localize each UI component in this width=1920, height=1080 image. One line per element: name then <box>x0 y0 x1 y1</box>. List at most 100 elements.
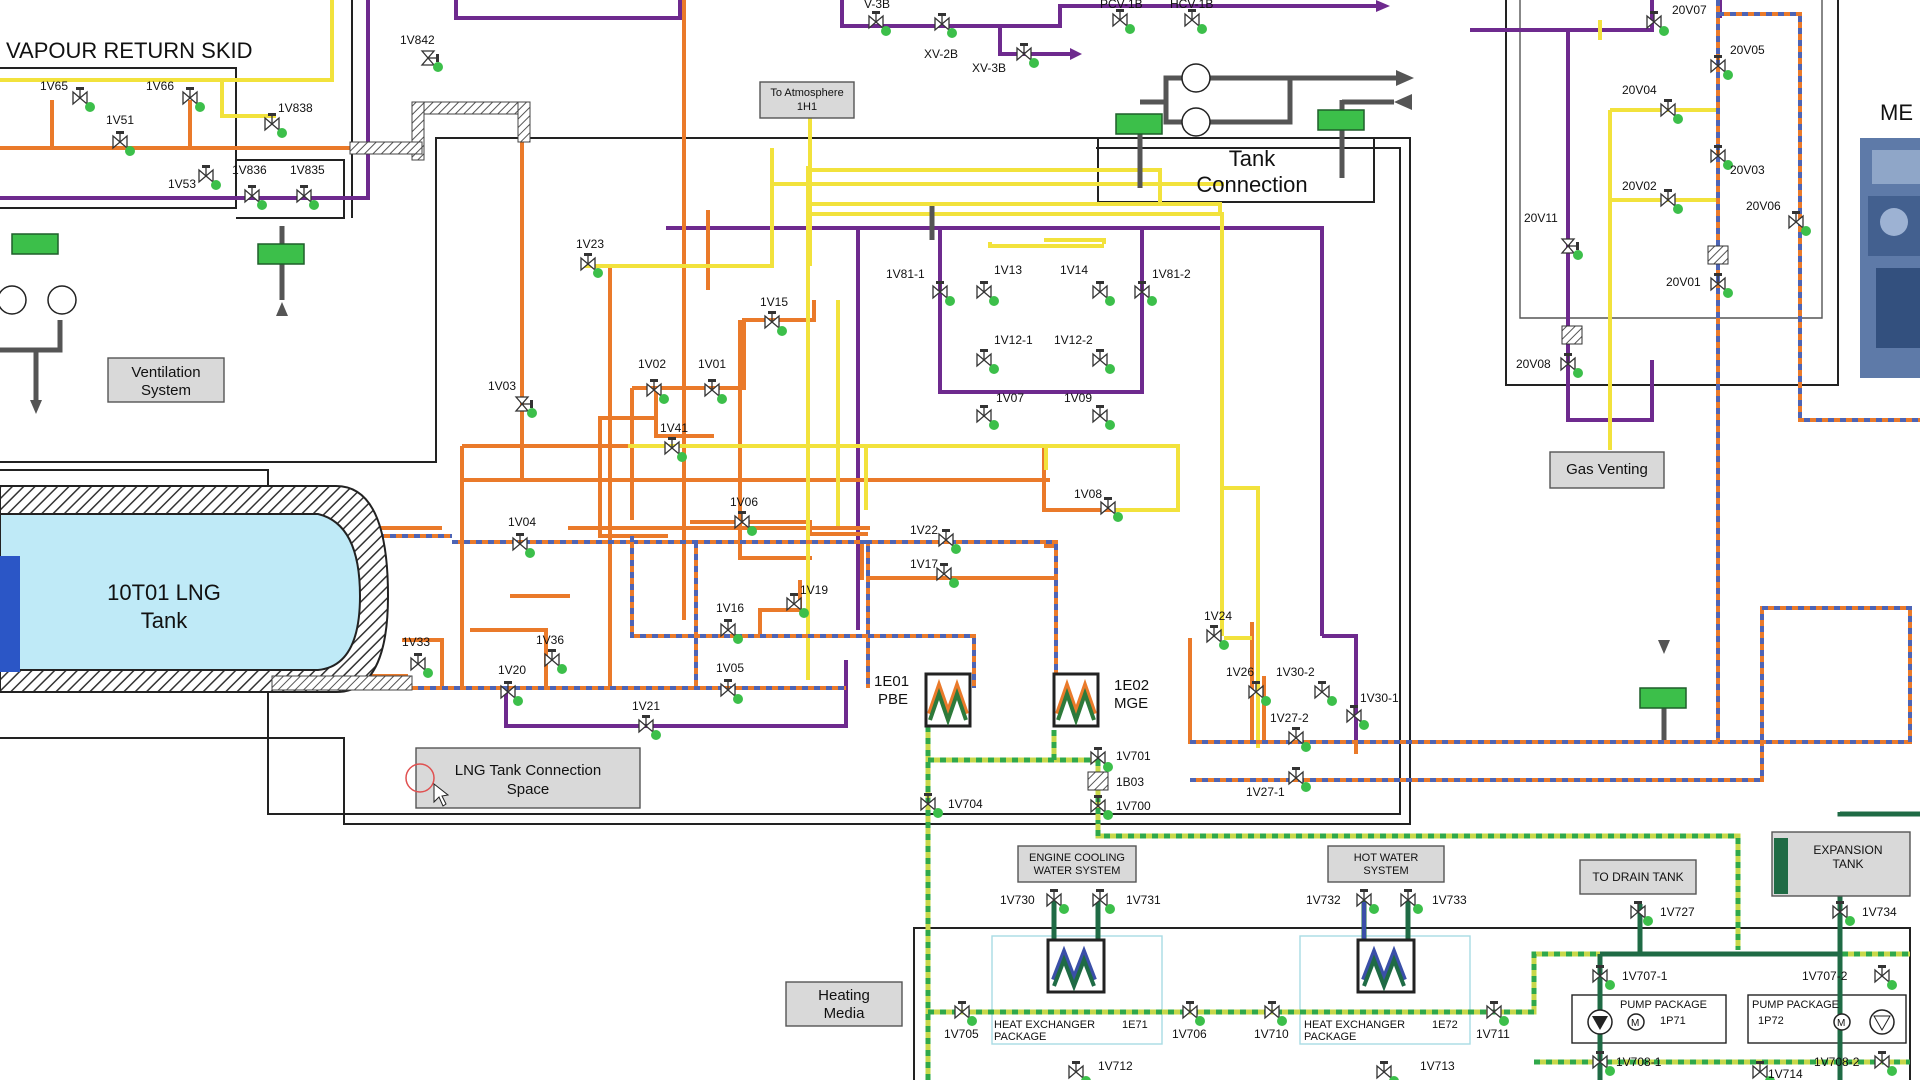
valve-1v732[interactable]: 1V732 <box>1306 888 1379 914</box>
valve-1v53[interactable]: 1V53 <box>168 164 221 191</box>
gas-venting-button[interactable]: Gas Venting <box>1549 451 1665 489</box>
valve-1v731[interactable]: 1V731 <box>1092 888 1161 914</box>
valve-1v705[interactable]: 1V705 <box>944 1000 979 1041</box>
valve-1v65[interactable]: 1V65 <box>40 79 95 112</box>
valve-20v05[interactable]: 20V05 <box>1710 43 1765 80</box>
valve-1v24[interactable]: 1V24 <box>1204 609 1232 650</box>
valve-20v11[interactable]: 20V11 <box>1524 211 1583 260</box>
to-atmosphere-button[interactable]: To Atmosphere 1H1 <box>759 81 855 119</box>
valve-1v842[interactable]: 1V842 <box>400 33 443 72</box>
valve-1v14[interactable]: 1V14 <box>1060 263 1115 306</box>
valve-1v733[interactable]: 1V733 <box>1400 888 1467 914</box>
valve-1v17[interactable]: 1V17 <box>910 557 959 588</box>
valve-v-3b[interactable]: V-3B <box>864 0 891 36</box>
actuators[interactable] <box>11 109 1687 709</box>
valve-20v04[interactable]: 20V04 <box>1622 83 1683 124</box>
valve-1v727[interactable]: 1V727 <box>1630 900 1695 926</box>
valve-1v713[interactable]: 1V713 <box>1376 1059 1455 1080</box>
valve-20v07[interactable]: 20V07 <box>1646 3 1707 36</box>
valve-1v20[interactable]: 1V20 <box>498 663 526 706</box>
valve-1v08[interactable]: 1V08 <box>1074 487 1123 522</box>
valve-status-indicator <box>1105 296 1115 306</box>
valve-1v66[interactable]: 1V66 <box>146 79 205 112</box>
valve-20v06[interactable]: 20V06 <box>1746 199 1811 236</box>
valve-1v09[interactable]: 1V09 <box>1064 391 1115 430</box>
valve-1v711[interactable]: 1V711 <box>1476 1000 1510 1041</box>
valve-1v710[interactable]: 1V710 <box>1254 1000 1289 1041</box>
valve-1v23[interactable]: 1V23 <box>576 237 604 278</box>
valve-1v19[interactable]: 1V19 <box>786 583 828 618</box>
expansion-tank-button[interactable]: EXPANSION TANK <box>1771 831 1911 897</box>
valve-1v51[interactable]: 1V51 <box>106 113 135 156</box>
valve-1v836[interactable]: 1V836 <box>232 163 267 210</box>
valve-1v13[interactable]: 1V13 <box>976 263 1022 306</box>
valve-1v21[interactable]: 1V21 <box>632 699 661 740</box>
valve-1v41[interactable]: 1V41 <box>660 421 688 462</box>
valve-1v05[interactable]: 1V05 <box>716 661 744 704</box>
valve-status-indicator <box>1113 512 1123 522</box>
hot-water-system-button[interactable]: HOT WATER SYSTEM <box>1327 845 1445 883</box>
valve-status-indicator <box>1301 742 1311 752</box>
to-drain-tank-button[interactable]: TO DRAIN TANK <box>1579 859 1697 895</box>
valve-1v27-2[interactable]: 1V27-2 <box>1270 711 1311 752</box>
valve-1v708-1[interactable]: 1V708-1 <box>1592 1050 1662 1076</box>
lng-tank: 10T01 LNG Tank <box>0 485 390 693</box>
valve-pcv-1b[interactable]: PCV-1B <box>1100 0 1143 34</box>
valve-1v81-1[interactable]: 1V81-1 <box>886 267 955 306</box>
valve-20v03[interactable]: 20V03 <box>1710 144 1765 177</box>
valve-1v704[interactable]: 1V704 <box>920 792 983 818</box>
svg-text:To Atmosphere: To Atmosphere <box>770 87 843 99</box>
valve-1v701[interactable]: 1V701 <box>1090 746 1151 772</box>
valve-1v707-2[interactable]: 1V707-2 <box>1802 964 1897 990</box>
valve-1v714[interactable]: 1V714 <box>1752 1060 1803 1080</box>
valve-1v707-1[interactable]: 1V707-1 <box>1592 964 1668 990</box>
valve-1v706[interactable]: 1V706 <box>1172 1000 1207 1041</box>
valve-1v16[interactable]: 1V16 <box>716 601 744 644</box>
valve-1v734[interactable]: 1V734 <box>1832 900 1897 926</box>
valve-1v26[interactable]: 1V26 <box>1226 665 1271 706</box>
valve-xv-3b[interactable]: XV-3B <box>972 42 1039 75</box>
valve-1v36[interactable]: 1V36 <box>536 633 567 674</box>
valve-1v712[interactable]: 1V712 <box>1068 1059 1133 1080</box>
valve-1v22[interactable]: 1V22 <box>910 523 961 554</box>
engine-cooling-water-button[interactable]: ENGINE COOLING WATER SYSTEM <box>1017 845 1137 883</box>
valve-label: HCV-1B <box>1170 0 1213 11</box>
valve-1v700[interactable]: 1V700 <box>1090 794 1151 820</box>
valve-1v06[interactable]: 1V06 <box>730 495 758 536</box>
valve-1v835[interactable]: 1V835 <box>290 163 325 210</box>
valve-1v81-2[interactable]: 1V81-2 <box>1134 267 1191 306</box>
valve-1v12-2[interactable]: 1V12-2 <box>1054 333 1115 374</box>
valve-20v01[interactable]: 20V01 <box>1666 272 1733 298</box>
tank-connection-title-1: Tank <box>1229 146 1276 171</box>
lng-tank-connection-space-button[interactable]: LNG Tank Connection Space <box>405 747 641 809</box>
valve-1v30-2[interactable]: 1V30-2 <box>1276 665 1337 706</box>
valve-1v838[interactable]: 1V838 <box>264 101 313 138</box>
valve-status-indicator <box>1301 782 1311 792</box>
valve-1v07[interactable]: 1V07 <box>976 391 1024 430</box>
heating-media-button[interactable]: Heating Media <box>785 981 903 1027</box>
valve-1v15[interactable]: 1V15 <box>760 295 788 336</box>
valve-xv-2b[interactable]: XV-2B <box>924 12 958 61</box>
hx-1e01[interactable] <box>926 674 970 726</box>
hx-1e02[interactable] <box>1054 674 1098 726</box>
valve-1v33[interactable]: 1V33 <box>402 635 433 678</box>
valve-20v08[interactable]: 20V08 <box>1516 352 1583 378</box>
valve-1v27-1[interactable]: 1V27-1 <box>1246 766 1311 799</box>
valve-label: 1V835 <box>290 163 325 177</box>
valve-1v01[interactable]: 1V01 <box>698 357 727 404</box>
valve-1v708-2[interactable]: 1V708-2 <box>1814 1050 1897 1076</box>
valve-hcv-1b[interactable]: HCV-1B <box>1170 0 1213 34</box>
valve-1v12-1[interactable]: 1V12-1 <box>976 333 1033 374</box>
hx-1e72[interactable] <box>1358 940 1414 992</box>
valve-label: 1V708-2 <box>1814 1055 1860 1069</box>
ventilation-system-button[interactable]: Ventilation System <box>107 357 225 403</box>
valve-20v02[interactable]: 20V02 <box>1622 179 1683 214</box>
valve-1v04[interactable]: 1V04 <box>508 515 536 558</box>
valve-status-indicator <box>1887 980 1897 990</box>
valve-1v30-1[interactable]: 1V30-1 <box>1346 691 1399 730</box>
valve-1v730[interactable]: 1V730 <box>1000 888 1069 914</box>
hx-1e71[interactable] <box>1048 940 1104 992</box>
valve-1v02[interactable]: 1V02 <box>638 357 669 404</box>
valve-status-indicator <box>1673 114 1683 124</box>
valve-1v03[interactable]: 1V03 <box>488 379 537 418</box>
